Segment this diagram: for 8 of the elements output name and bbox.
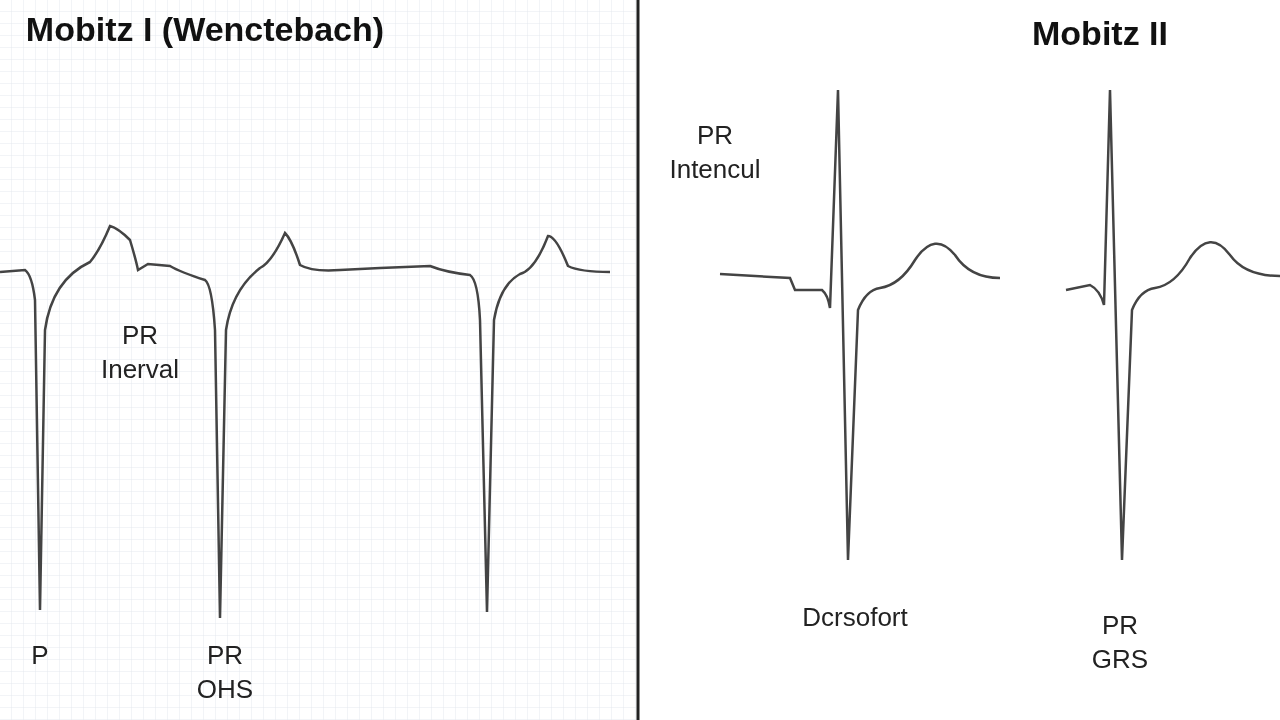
- wave-label: PR OHS: [195, 639, 255, 706]
- wave-label: Dcrsofort: [801, 601, 909, 634]
- panel-title: Mobitz II: [1031, 16, 1169, 50]
- wave-label: P: [30, 639, 50, 672]
- wave-label: PR GRS: [1090, 609, 1150, 676]
- wave-label: PR Inerval: [99, 319, 180, 386]
- panel-title: Mobitz I (Wenctebach): [24, 12, 386, 46]
- wave-label: PR Intencul: [668, 119, 762, 186]
